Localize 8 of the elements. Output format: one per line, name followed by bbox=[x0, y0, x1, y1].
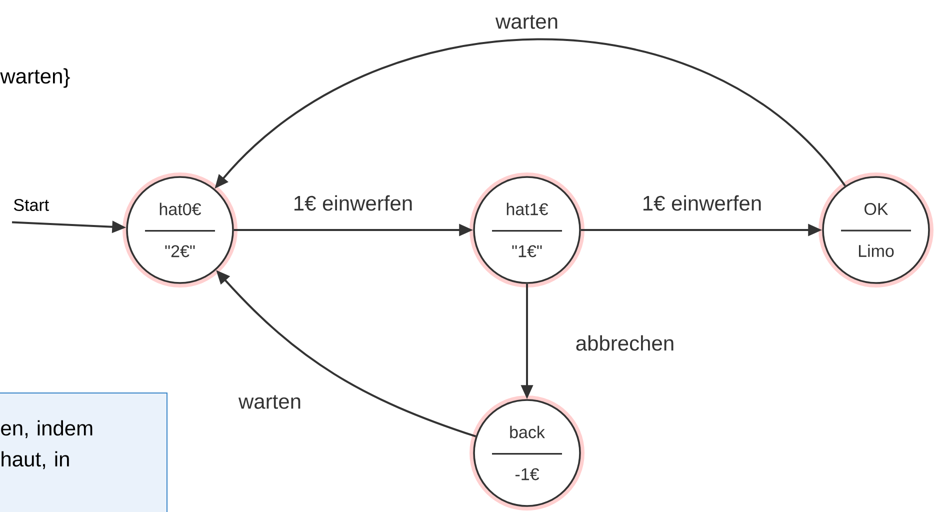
edge-label: warten bbox=[494, 14, 560, 30]
edge-label: warten bbox=[238, 394, 303, 410]
edge-label: 1€ einwerfen bbox=[292, 194, 414, 212]
note-box: en, indem haut, in bbox=[0, 392, 168, 512]
start-text: Start bbox=[14, 198, 49, 212]
note-text: warten} bbox=[0, 68, 70, 88]
edge-label: abbrechen bbox=[574, 334, 676, 352]
edge-label: 1€ einwerfen bbox=[640, 194, 764, 212]
